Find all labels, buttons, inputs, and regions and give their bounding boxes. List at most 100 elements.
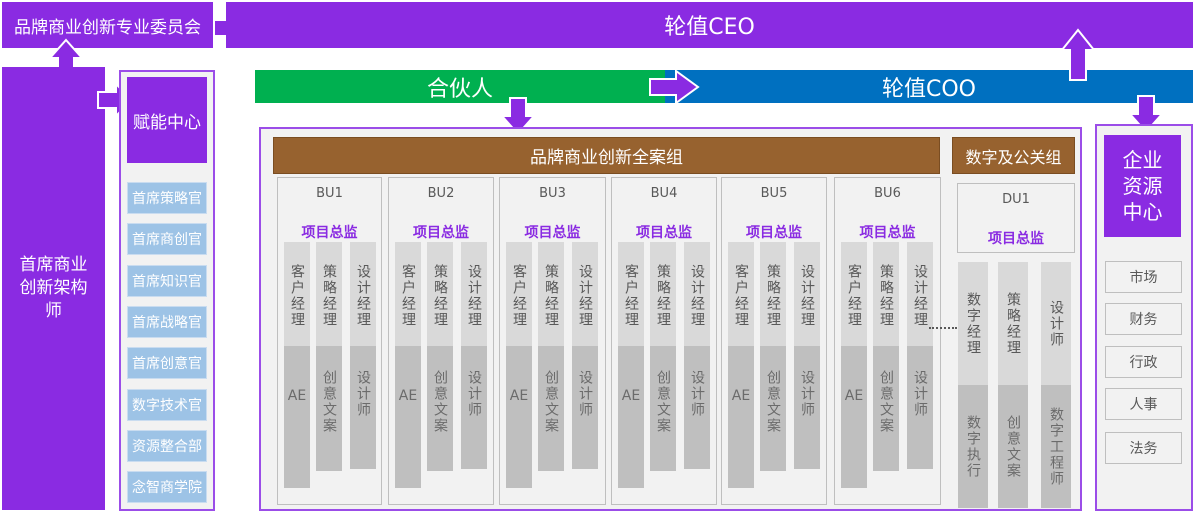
- resource-center-item[interactable]: 法务: [1105, 432, 1182, 464]
- role-manager-label: 客户经理: [289, 264, 305, 328]
- brand-group-label: 品牌商业创新全案组: [530, 148, 683, 168]
- role-manager: 策略经理: [760, 242, 786, 346]
- enable-center-item[interactable]: 首席创意官: [127, 347, 207, 379]
- role-column: 客户经理 AE: [618, 242, 644, 488]
- enable-center-item-label: 首席策略官: [132, 191, 202, 207]
- role-column: 客户经理 AE: [506, 242, 532, 488]
- role-manager-label: 策略经理: [543, 264, 559, 328]
- resource-center-item[interactable]: 行政: [1105, 346, 1182, 378]
- du-role-manager-label: 设计师: [1048, 299, 1064, 348]
- arrow-up-icon: [1060, 28, 1096, 81]
- enable-center-item[interactable]: 首席商创官: [127, 223, 207, 255]
- role-staff-label: AE: [844, 388, 864, 404]
- role-column: 设计经理 设计师: [907, 242, 933, 469]
- role-column: 策略经理 创意文案: [760, 242, 786, 471]
- enable-center-item[interactable]: 资源整合部: [127, 430, 207, 462]
- role-column: 设计经理 设计师: [572, 242, 598, 469]
- role-staff: 创意文案: [427, 346, 453, 471]
- du-role-staff-label: 数字工程师: [1048, 406, 1064, 487]
- bu-director: 项目总监: [746, 225, 802, 241]
- role-manager: 客户经理: [841, 242, 867, 346]
- role-staff-label: AE: [398, 388, 418, 404]
- role-column: 设计经理 设计师: [350, 242, 376, 469]
- bu-director: 项目总监: [859, 225, 916, 241]
- role-staff-label: AE: [287, 388, 307, 404]
- bu-label: BU3: [539, 186, 566, 201]
- role-manager-label: 客户经理: [846, 264, 862, 328]
- resource-center-item[interactable]: 市场: [1105, 261, 1182, 293]
- role-column: 策略经理 创意文案: [650, 242, 676, 471]
- role-manager: 设计经理: [572, 242, 598, 346]
- du-role-manager: 策略经理: [998, 262, 1028, 385]
- arrow-down-icon: [500, 97, 536, 136]
- role-column: 设计经理 设计师: [461, 242, 487, 469]
- ceo-bar: 轮值CEO: [226, 2, 1193, 48]
- role-staff: 创意文案: [538, 346, 564, 471]
- role-staff: AE: [841, 346, 867, 488]
- enable-center-item-label: 资源整合部: [132, 439, 202, 455]
- arrow-down-icon: [1128, 95, 1164, 134]
- role-manager: 客户经理: [728, 242, 754, 346]
- bu-label: BU5: [760, 186, 788, 201]
- bu-director: 项目总监: [524, 225, 581, 241]
- brand-group-bar: 品牌商业创新全案组: [273, 137, 940, 174]
- resource-center-title: 企业资源中心: [1104, 135, 1181, 237]
- du-role-column: 数字经理 数字执行: [958, 262, 988, 508]
- role-staff-label: 设计师: [799, 370, 815, 418]
- role-staff: 设计师: [350, 346, 376, 469]
- bu-label: BU1: [316, 186, 343, 201]
- role-staff: AE: [284, 346, 310, 488]
- role-staff: AE: [395, 346, 421, 488]
- role-staff: 创意文案: [650, 346, 676, 471]
- role-manager-label: 策略经理: [321, 264, 337, 328]
- enable-center-item-label: 首席战略官: [132, 315, 202, 331]
- role-manager-label: 客户经理: [511, 264, 527, 328]
- resource-center-item[interactable]: 人事: [1105, 388, 1182, 420]
- role-staff-label: 创意文案: [543, 370, 559, 434]
- role-staff-label: 设计师: [577, 370, 593, 418]
- role-column: 客户经理 AE: [284, 242, 310, 488]
- enable-center-item[interactable]: 首席知识官: [127, 265, 207, 297]
- enable-center-item[interactable]: 首席战略官: [127, 306, 207, 338]
- enable-center-item[interactable]: 数字技术官: [127, 389, 207, 421]
- partner-label: 合伙人: [426, 76, 493, 102]
- role-manager-label: 设计经理: [355, 264, 371, 328]
- du-role-column: 策略经理 创意文案: [998, 262, 1028, 508]
- enable-center-title: 赋能中心: [127, 77, 207, 163]
- ceo-label: 轮值CEO: [664, 15, 755, 40]
- role-manager: 设计经理: [794, 242, 820, 346]
- du-role-manager: 设计师: [1041, 262, 1071, 385]
- role-manager: 客户经理: [618, 242, 644, 346]
- role-manager-label: 设计经理: [689, 264, 705, 328]
- role-manager-label: 策略经理: [878, 264, 894, 328]
- du1-director: 项目总监: [988, 231, 1044, 247]
- role-manager-label: 策略经理: [432, 264, 448, 328]
- role-manager: 设计经理: [907, 242, 933, 346]
- role-staff-label: 创意文案: [655, 370, 671, 434]
- role-staff-label: 设计师: [355, 370, 371, 418]
- role-manager: 客户经理: [506, 242, 532, 346]
- role-staff: 创意文案: [760, 346, 786, 471]
- role-staff-label: AE: [621, 388, 641, 404]
- role-manager: 设计经理: [684, 242, 710, 346]
- du1-label: DU1: [1002, 192, 1030, 207]
- role-manager: 策略经理: [316, 242, 342, 346]
- role-manager-label: 策略经理: [765, 264, 781, 328]
- du-role-manager-label: 数字经理: [965, 291, 981, 356]
- du-role-column: 设计师 数字工程师: [1041, 262, 1071, 508]
- enable-center-item[interactable]: 首席策略官: [127, 182, 207, 214]
- role-manager: 客户经理: [284, 242, 310, 346]
- du-role-staff-label: 创意文案: [1005, 414, 1021, 479]
- bu-director: 项目总监: [301, 225, 358, 241]
- role-column: 策略经理 创意文案: [427, 242, 453, 471]
- role-column: 策略经理 创意文案: [538, 242, 564, 471]
- resource-center-item[interactable]: 财务: [1105, 303, 1182, 335]
- digital-group-bar: 数字及公关组: [952, 137, 1075, 174]
- enable-center-item[interactable]: 念智商学院: [127, 471, 207, 503]
- role-staff-label: 创意文案: [321, 370, 337, 434]
- bu-label: BU2: [427, 186, 455, 201]
- role-staff: AE: [728, 346, 754, 488]
- role-column: 设计经理 设计师: [794, 242, 820, 469]
- du-role-staff: 数字工程师: [1041, 385, 1071, 508]
- role-manager: 策略经理: [427, 242, 453, 346]
